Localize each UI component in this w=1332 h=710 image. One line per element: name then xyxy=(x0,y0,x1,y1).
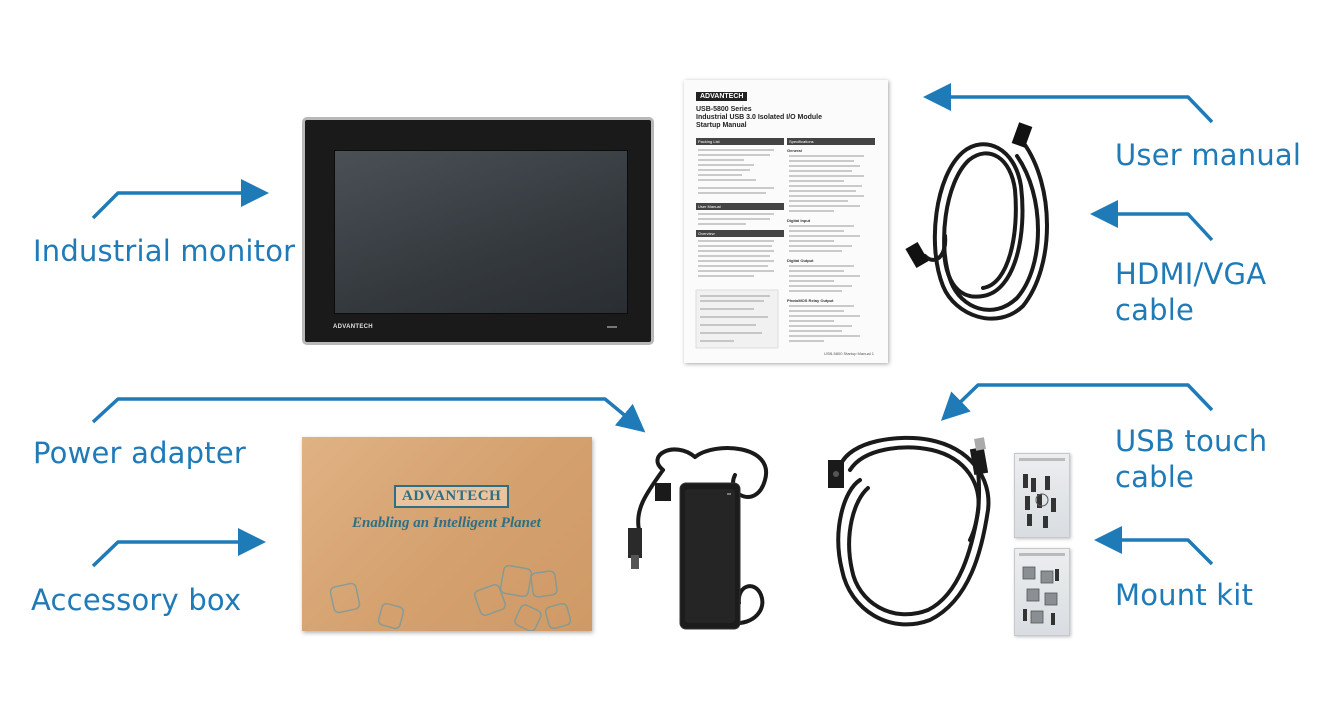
industrial-monitor: ADVANTECH xyxy=(302,117,654,345)
hdmi-cable-label-line2: cable xyxy=(1115,293,1195,327)
hdmi-cable-arrow xyxy=(1090,200,1214,242)
monitor-screen xyxy=(334,150,628,314)
manual-body-text xyxy=(695,149,864,349)
box-tagline: Enabling an Intelligent Planet xyxy=(352,515,541,531)
manual-title-2: Industrial USB 3.0 Isolated I/O Module xyxy=(696,114,823,121)
power-adapter-label: Power adapter xyxy=(33,436,246,470)
hdmi-cable xyxy=(905,122,1049,321)
mount-kit-bag-1 xyxy=(1014,453,1070,538)
manual-title-3: Startup Manual xyxy=(696,122,747,129)
manual-footer: USB-5800 Startup Manual 1 xyxy=(823,351,874,356)
manual-section-overview: Overview xyxy=(696,230,784,237)
manual-section-packing: Packing List xyxy=(696,138,784,145)
hdmi-cable-label-line1: HDMI/VGA xyxy=(1115,257,1267,291)
mount-kit-arrow xyxy=(1094,526,1214,566)
user-manual-label: User manual xyxy=(1115,138,1302,172)
usb-touch-label-line2: cable xyxy=(1115,460,1195,494)
accessory-box-label: Accessory box xyxy=(31,583,242,617)
manual-section-relay: PhotoMOS Relay Output xyxy=(787,298,834,303)
manual-section-general: General xyxy=(787,148,802,153)
mount-kit-bag-2 xyxy=(1014,548,1070,636)
power-adapter xyxy=(628,446,769,630)
usb-touch-cable xyxy=(828,435,991,627)
mount-kit-brackets-2 xyxy=(1019,553,1065,625)
industrial-monitor-label: Industrial monitor xyxy=(33,234,296,268)
industrial-monitor-arrow xyxy=(91,179,269,220)
usb-touch-label-line1: USB touch xyxy=(1115,424,1268,458)
manual-brand: ADVANTECH xyxy=(696,92,748,101)
manual-section-specs: Specifications xyxy=(787,138,875,145)
monitor-brand-logo: ADVANTECH xyxy=(333,324,373,330)
manual-title-1: USB-5800 Series xyxy=(696,106,752,113)
accessory-box-arrow xyxy=(91,528,266,568)
user-manual-document: ADVANTECH USB-5800 Series Industrial USB… xyxy=(684,80,888,363)
accessory-box: ADVANTECH Enabling an Intelligent Planet xyxy=(302,437,592,631)
box-brand-logo: ADVANTECH xyxy=(394,485,510,508)
manual-section-user-manual: User Manual xyxy=(696,203,784,210)
power-adapter-arrow xyxy=(91,397,646,433)
usb-touch-arrow xyxy=(940,383,1214,421)
box-pattern xyxy=(329,564,572,631)
monitor-power-led xyxy=(607,326,617,328)
mount-kit-screws-1 xyxy=(1019,458,1065,528)
manual-section-digital-input: Digital Input xyxy=(787,218,811,223)
usb-touch-label: USB touch cable xyxy=(1115,423,1267,495)
user-manual-arrow xyxy=(923,83,1214,124)
hdmi-cable-label: HDMI/VGA cable xyxy=(1115,256,1266,328)
mount-kit-label: Mount kit xyxy=(1115,578,1254,612)
manual-section-digital-output: Digital Output xyxy=(787,258,814,263)
